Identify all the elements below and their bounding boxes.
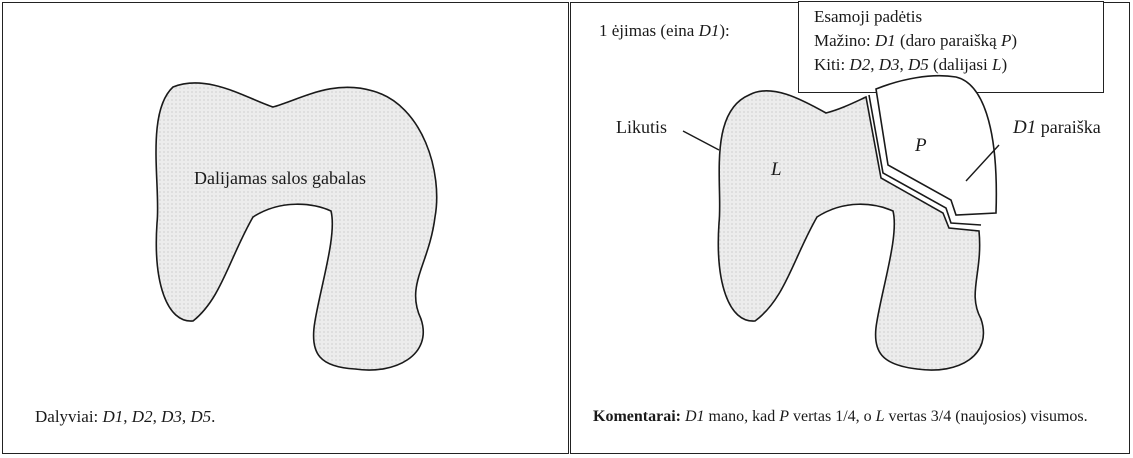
participant-3: D3: [161, 407, 182, 426]
island-shape: [156, 83, 437, 370]
claim-label: P: [914, 135, 927, 156]
remainder-label: L: [770, 159, 782, 180]
participants-caption: Dalyviai: D1, D2, D3, D5.: [35, 407, 215, 427]
participants-prefix: Dalyviai:: [35, 407, 98, 426]
remainder-leader: [683, 131, 719, 150]
left-panel: Dalijamas salos gabalas Dalyviai: D1, D2…: [2, 2, 569, 454]
remainder-callout: Likutis: [616, 117, 667, 137]
participant-2: D2: [132, 407, 153, 426]
comment-text: Komentarai: D1 mano, kad P vertas 1/4, o…: [593, 408, 1118, 425]
island-figure: Dalijamas salos gabalas: [3, 3, 570, 455]
participant-4: D5: [190, 407, 211, 426]
island-label: Dalijamas salos gabalas: [194, 168, 366, 188]
right-panel: 1 ėjimas (eina D1): Esamoji padėtis Maži…: [570, 2, 1130, 454]
claim-callout: D1 paraiška: [1012, 117, 1101, 138]
divided-island-figure: Likutis D1 paraiška P L: [571, 3, 1131, 455]
participant-1: D1: [103, 407, 124, 426]
